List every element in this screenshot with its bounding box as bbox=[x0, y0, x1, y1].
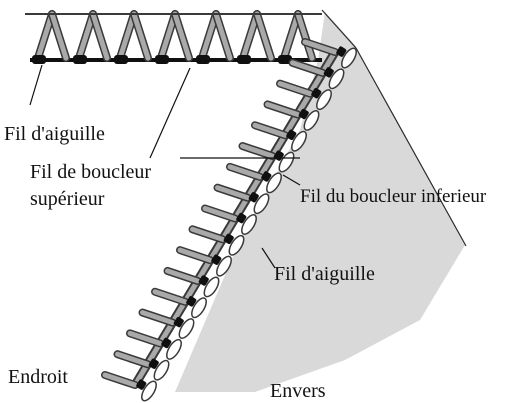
diag-lower-looper-loop bbox=[266, 172, 282, 194]
diag-needle-stitch bbox=[236, 212, 247, 224]
diag-lower-looper-loop bbox=[316, 89, 332, 111]
diag-lower-looper-loop bbox=[141, 380, 157, 402]
diag-needle-stitch bbox=[198, 275, 209, 286]
top-thread-leg-fill bbox=[49, 11, 69, 61]
top-thread-leg-fill bbox=[76, 11, 96, 61]
top-thread-leg-fill bbox=[35, 11, 55, 61]
label-lower-looper-thread: Fil du boucleur inferieur bbox=[300, 186, 487, 207]
diag-lower-looper-loop bbox=[303, 109, 320, 131]
label-needle-thread-top: Fil d'aiguille bbox=[4, 123, 105, 145]
diag-lower-looper-loop bbox=[178, 318, 195, 340]
diagonal-stitch-row bbox=[101, 38, 357, 402]
diag-upper-looper-loop-fill bbox=[127, 330, 163, 346]
top-thread-leg-fill bbox=[240, 11, 260, 61]
label-needle-thread-diag: Fil d'aiguille bbox=[274, 263, 375, 285]
fabric-panel bbox=[175, 12, 465, 392]
diag-lower-looper-loop bbox=[253, 193, 270, 215]
diag-upper-looper-loop-fill bbox=[240, 143, 275, 159]
fabric-edge bbox=[355, 47, 467, 247]
diag-upper-looper-loop-fill bbox=[165, 268, 200, 284]
diag-needle-stitch bbox=[311, 88, 322, 99]
leader-lines bbox=[29, 64, 301, 269]
top-stitch-row bbox=[25, 10, 322, 64]
diag-upper-looper-loop-fill bbox=[290, 60, 325, 76]
top-thread-leg-fill bbox=[117, 11, 137, 61]
fabric-top-edge bbox=[321, 9, 357, 49]
leader-needle-top bbox=[29, 64, 43, 106]
top-needle-stitch bbox=[237, 55, 251, 64]
diag-needle-stitch bbox=[336, 46, 347, 57]
top-thread-leg-fill bbox=[254, 11, 274, 61]
diag-needle-stitch bbox=[286, 129, 297, 141]
diag-lower-looper-loop bbox=[203, 276, 220, 298]
diag-upper-looper-loop-fill bbox=[152, 289, 188, 305]
top-thread-leg-fill bbox=[213, 11, 233, 61]
diag-lower-looper-loop bbox=[228, 234, 245, 256]
label-upper-looper-line2: supérieur bbox=[30, 188, 105, 210]
leader-lower-looper bbox=[282, 174, 301, 186]
diag-upper-looper-loop-fill bbox=[215, 185, 250, 201]
diag-upper-looper-loop-fill bbox=[140, 310, 175, 326]
diag-needle-stitch bbox=[136, 379, 147, 390]
top-needle-stitch bbox=[278, 55, 292, 64]
diag-needle-stitch bbox=[211, 254, 222, 265]
diag-upper-looper-loop-fill bbox=[252, 122, 288, 138]
diag-needle-stitch bbox=[248, 192, 259, 203]
leader-upper-looper-1 bbox=[149, 67, 191, 159]
diag-upper-looper-loop-fill bbox=[265, 101, 300, 117]
diag-lower-looper-loop bbox=[341, 47, 357, 69]
diag-lower-looper-loop bbox=[153, 359, 170, 381]
diag-upper-looper-loop-fill bbox=[115, 351, 150, 367]
diag-upper-looper-loop-fill bbox=[227, 164, 263, 180]
diag-lower-looper-loop bbox=[241, 214, 257, 235]
top-thread-leg-fill bbox=[131, 11, 151, 61]
diag-needle-stitch bbox=[161, 337, 172, 349]
top-needle-stitch bbox=[73, 55, 87, 64]
diag-lower-looper-loop bbox=[216, 255, 232, 277]
diag-needle-stitch bbox=[298, 108, 309, 120]
diag-needle-stitch bbox=[261, 171, 272, 182]
diag-needle-stitch bbox=[148, 358, 159, 369]
top-thread-leg-fill bbox=[295, 11, 315, 61]
label-right-side: Endroit bbox=[8, 366, 68, 388]
top-thread-leg-fill bbox=[199, 11, 219, 61]
diag-lower-looper-loop bbox=[328, 68, 345, 90]
diag-upper-looper-loop-fill bbox=[202, 206, 238, 221]
diag-upper-looper-loop-fill bbox=[190, 226, 225, 242]
diag-upper-looper-loop-fill bbox=[102, 372, 138, 388]
diag-upper-looper-loop-fill bbox=[277, 81, 313, 97]
diag-lower-looper-loop bbox=[191, 297, 207, 319]
diag-lower-looper-loop bbox=[278, 151, 295, 173]
top-thread-leg-fill bbox=[281, 11, 301, 61]
diag-lower-looper-loop bbox=[291, 130, 307, 152]
top-needle-stitch bbox=[114, 55, 128, 64]
diag-needle-stitch bbox=[173, 316, 184, 328]
diag-lower-looper-loop bbox=[166, 338, 182, 360]
top-thread-leg-fill bbox=[158, 11, 178, 61]
top-thread-leg-fill bbox=[90, 11, 110, 61]
diag-needle-stitch bbox=[186, 296, 197, 307]
label-wrong-side: Envers bbox=[270, 380, 326, 402]
diag-needle-stitch bbox=[323, 67, 334, 78]
top-thread-leg-fill bbox=[172, 11, 192, 61]
diag-upper-looper-loop-fill bbox=[302, 39, 338, 55]
leader-needle-diag bbox=[261, 247, 276, 269]
diag-needle-stitch bbox=[223, 233, 234, 245]
top-needle-stitch bbox=[155, 55, 169, 64]
top-needle-stitch bbox=[196, 55, 210, 64]
top-needle-stitch bbox=[32, 55, 46, 64]
diag-upper-looper-loop-fill bbox=[177, 247, 213, 263]
label-upper-looper-line1: Fil de boucleur bbox=[30, 161, 151, 183]
